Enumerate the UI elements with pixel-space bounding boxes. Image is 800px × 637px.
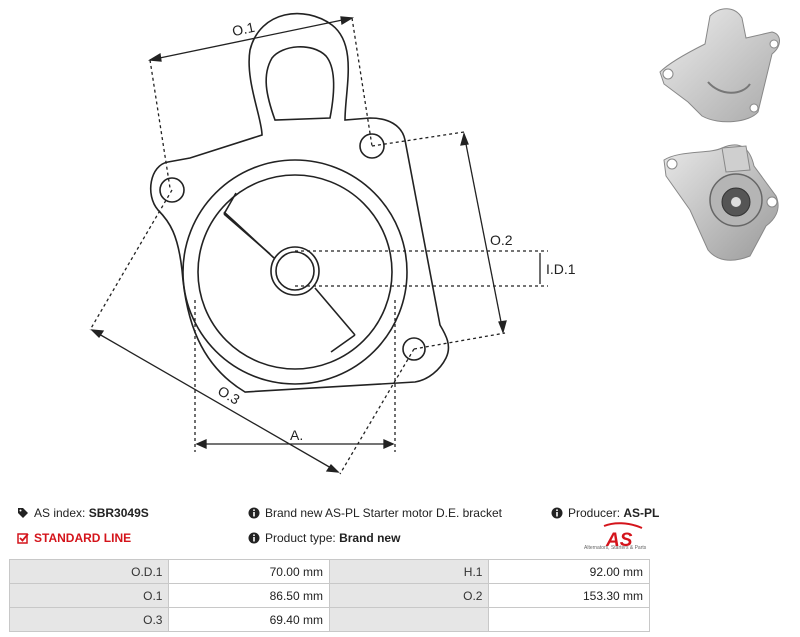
spec-value: 70.00 mm [168,559,330,584]
info-icon [248,507,260,519]
spec-label [328,607,490,632]
checkbox-icon [17,533,29,544]
label-o2: O.2 [490,232,513,248]
bracket-outline [150,12,450,393]
product-type-label: Product type: [265,531,336,545]
description-text: Brand new AS-PL Starter motor D.E. brack… [265,506,502,520]
bolt-hole-left [159,177,185,203]
producer-value: AS-PL [623,506,660,520]
bore-inner [275,251,315,291]
standard-line-row: STANDARD LINE [17,531,131,545]
table-row: O.3 69.40 mm [8,607,650,632]
bracket-loop [265,45,335,121]
spec-label: O.2 [328,583,490,608]
table-row: O.1 86.50 mm O.2 153.30 mm [8,583,650,608]
info-icon [551,507,563,519]
spec-label: H.1 [328,559,490,584]
svg-text:AS: AS [605,530,633,551]
label-a: A. [290,427,303,443]
logo-tagline: Alternators, Starters & Parts [584,545,647,551]
as-index-row: AS index: SBR3049S [17,506,149,520]
product-photo-front [650,140,790,264]
standard-line-label: STANDARD LINE [34,531,132,545]
label-o1: O.1 [231,19,257,39]
spec-label: O.1 [8,583,170,608]
description-row: Brand new AS-PL Starter motor D.E. brack… [248,506,502,520]
product-type-value: Brand new [339,531,401,545]
table-row: O.D.1 70.00 mm H.1 92.00 mm [8,559,650,584]
product-photo-rear [650,4,790,132]
spec-value: 92.00 mm [488,559,650,584]
spec-label: O.D.1 [8,559,170,584]
label-id1: I.D.1 [546,261,576,277]
tag-icon [18,508,28,518]
as-index-value: SBR3049S [88,506,149,520]
spec-label: O.3 [8,607,170,632]
spec-value [488,607,650,632]
spec-value: 153.30 mm [488,583,650,608]
spec-table: O.D.1 70.00 mm H.1 92.00 mm O.1 86.50 mm… [8,559,650,632]
bore-outer [270,246,320,296]
producer-label: Producer: [568,506,621,520]
bolt-hole-bottom [402,337,426,361]
bolt-hole-top [359,133,385,159]
as-pl-logo: AS [603,522,643,551]
producer-row: Producer: AS-PL [551,506,659,520]
spec-value: 86.50 mm [168,583,330,608]
spec-value: 69.40 mm [168,607,330,632]
product-type-row: Product type: Brand new [248,531,400,545]
info-icon [248,532,260,544]
outer-ring [182,159,408,385]
bracket-technical-drawing: O.1 O.2 I.D.1 O.3 A. [89,12,576,475]
inner-ring [197,174,393,370]
as-index-label: AS index: [34,506,86,520]
